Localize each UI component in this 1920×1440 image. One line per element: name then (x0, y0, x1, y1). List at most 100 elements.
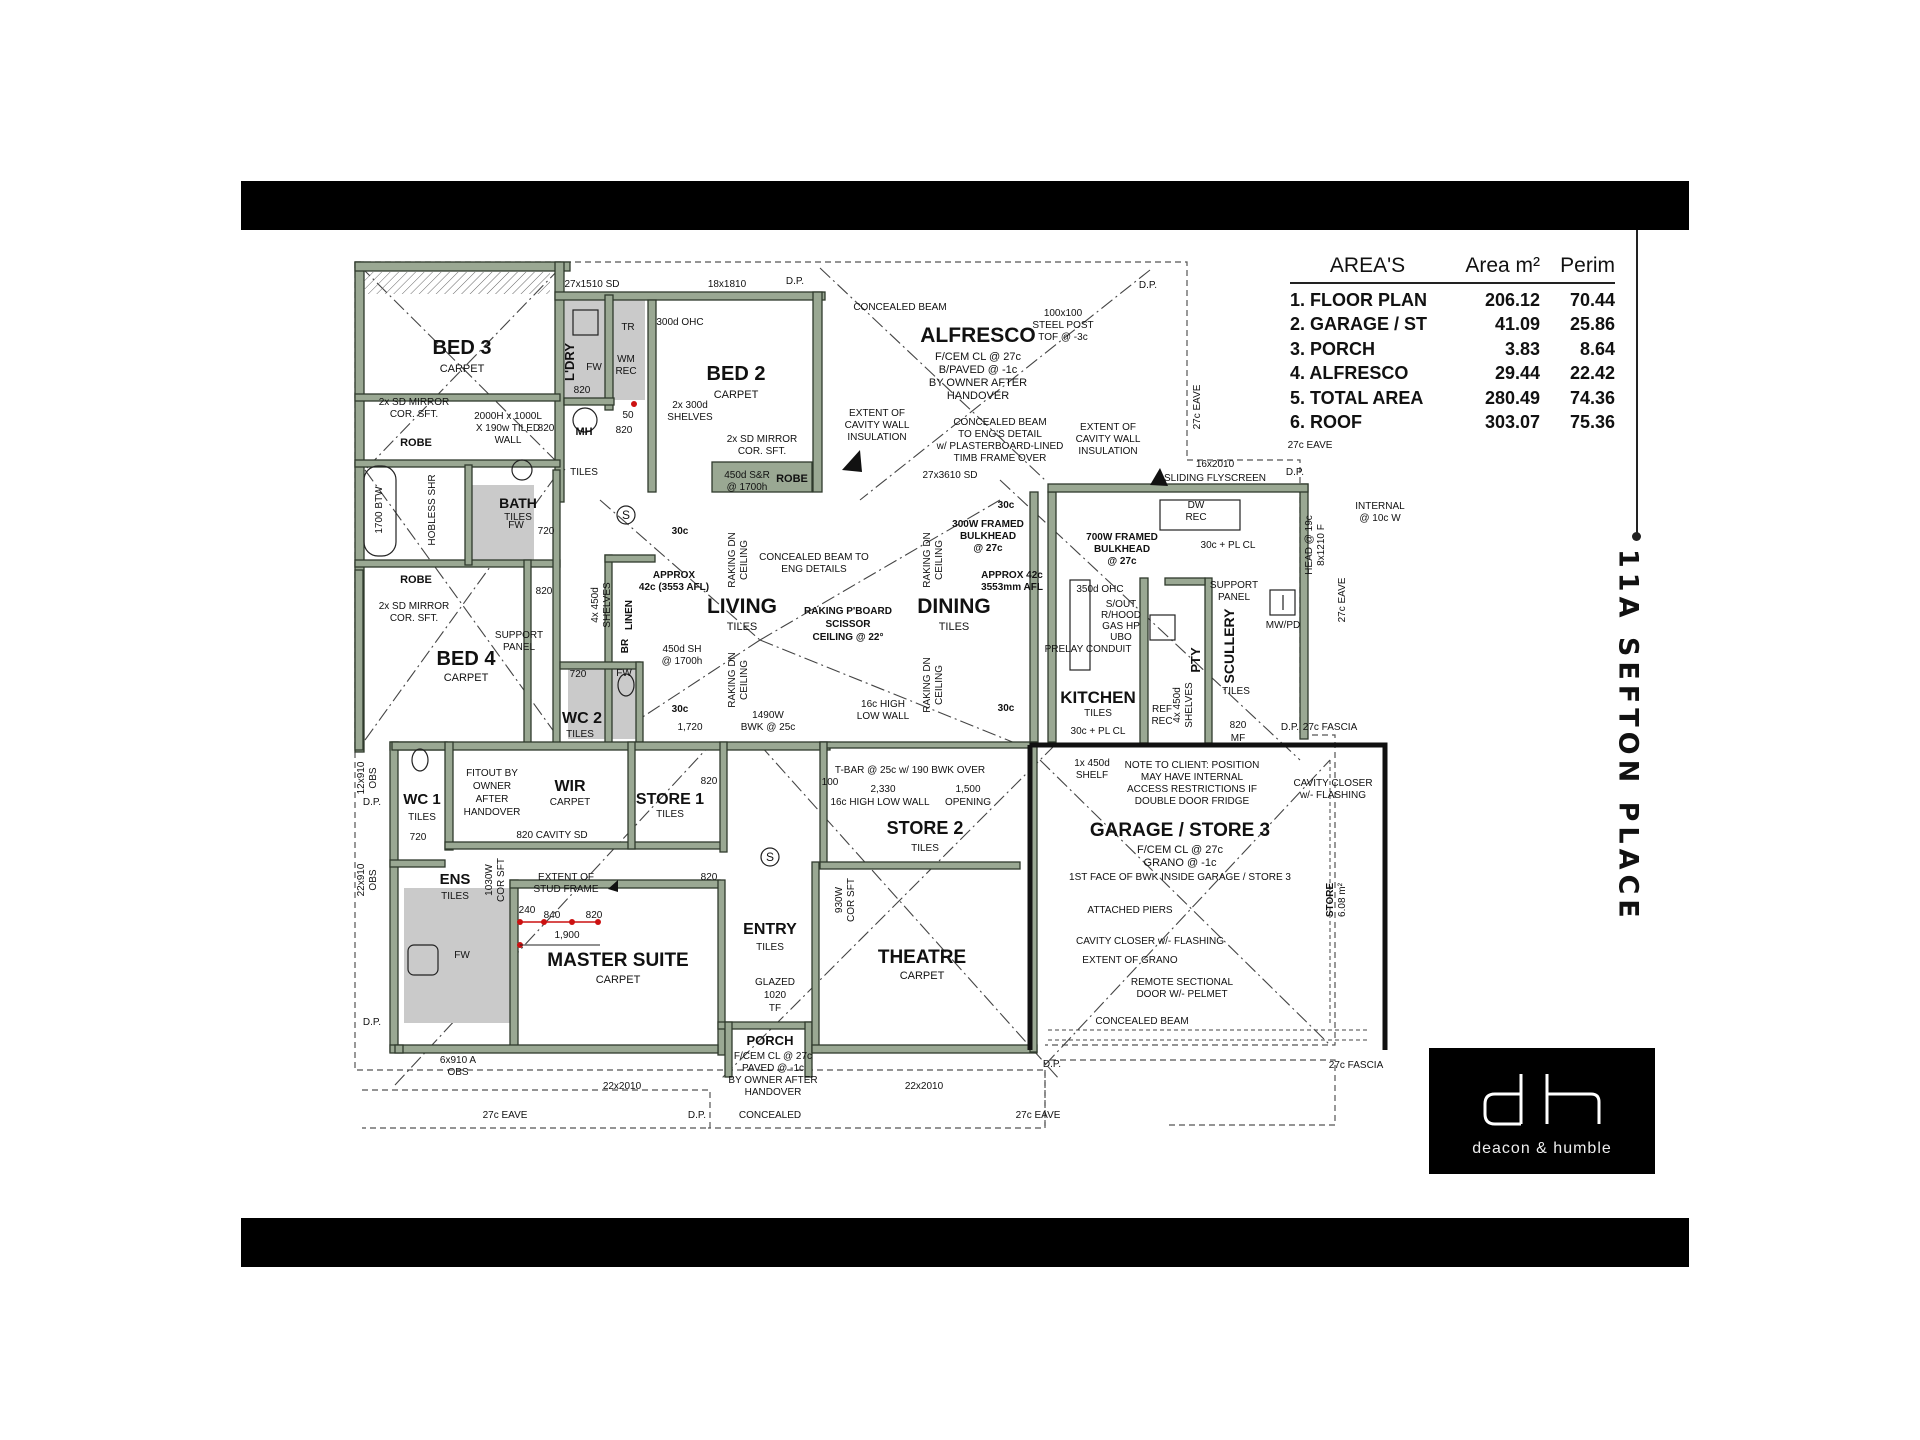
areas-table-header: AREA'S Area m² Perim (1290, 254, 1615, 284)
svg-text:30c: 30c (672, 704, 689, 715)
svg-text:2x SD MIRROR: 2x SD MIRROR (379, 397, 450, 408)
svg-text:1700 BTW: 1700 BTW (374, 486, 385, 534)
svg-text:TR: TR (621, 322, 634, 333)
svg-text:30c + PL CL: 30c + PL CL (1071, 726, 1126, 737)
svg-text:UBO: UBO (1110, 632, 1132, 643)
svg-text:ACCESS RESTRICTIONS IF: ACCESS RESTRICTIONS IF (1127, 784, 1257, 795)
svg-text:CARPET: CARPET (440, 363, 485, 375)
svg-text:RAKING DN: RAKING DN (727, 652, 738, 708)
svg-text:@ 27c: @ 27c (973, 543, 1003, 554)
svg-text:TIMB FRAME OVER: TIMB FRAME OVER (954, 453, 1047, 464)
svg-text:COR. SFT.: COR. SFT. (390, 613, 438, 624)
room-bed3: BED 3 (433, 337, 492, 359)
svg-text:SHELVES: SHELVES (667, 412, 713, 423)
svg-text:ROBE: ROBE (400, 437, 432, 449)
svg-text:27c EAVE: 27c EAVE (1337, 577, 1348, 622)
svg-text:820: 820 (536, 586, 553, 597)
svg-text:2x 300d: 2x 300d (672, 400, 708, 411)
svg-text:27c EAVE: 27c EAVE (1016, 1110, 1061, 1121)
svg-text:350d OHC: 350d OHC (1076, 584, 1123, 595)
svg-text:CARPET: CARPET (596, 974, 641, 986)
svg-text:D.P.: D.P. (1043, 1059, 1061, 1070)
svg-text:1,900: 1,900 (554, 930, 579, 941)
svg-text:450d S&R: 450d S&R (724, 470, 770, 481)
svg-text:D.P.: D.P. (1139, 280, 1157, 291)
svg-text:27c EAVE: 27c EAVE (1288, 440, 1333, 451)
table-row: 4. ALFRESCO 29.44 22.42 (1290, 363, 1615, 384)
svg-text:720: 720 (538, 526, 555, 537)
svg-text:720: 720 (570, 669, 587, 680)
svg-text:EXTENT OF: EXTENT OF (849, 408, 905, 419)
top-black-bar (241, 181, 1689, 230)
svg-text:TILES: TILES (570, 467, 598, 478)
svg-text:240: 240 (519, 905, 536, 916)
svg-text:BY OWNER AFTER: BY OWNER AFTER (728, 1075, 817, 1086)
svg-text:450d SH: 450d SH (663, 644, 702, 655)
svg-text:18x1810: 18x1810 (708, 279, 747, 290)
svg-text:HOBLESS SHR: HOBLESS SHR (427, 474, 438, 545)
svg-text:1,500: 1,500 (955, 784, 980, 795)
svg-text:FITOUT BY: FITOUT BY (466, 768, 518, 779)
svg-text:TOF @ -3c: TOF @ -3c (1038, 332, 1087, 343)
svg-text:@ 27c: @ 27c (1107, 556, 1137, 567)
room-bed2: BED 2 (707, 363, 766, 385)
table-row: 5. TOTAL AREA 280.49 74.36 (1290, 387, 1615, 408)
logo-name: deacon & humble (1472, 1140, 1612, 1157)
svg-text:RAKING P'BOARD: RAKING P'BOARD (804, 606, 892, 617)
svg-text:HANDOVER: HANDOVER (745, 1087, 802, 1098)
svg-text:TILES: TILES (1084, 708, 1112, 719)
svg-text:30c: 30c (672, 526, 689, 537)
svg-text:FW: FW (454, 950, 470, 961)
svg-text:COR. SFT.: COR. SFT. (738, 446, 786, 457)
svg-text:ROBE: ROBE (776, 473, 808, 485)
svg-text:CONCEALED BEAM TO: CONCEALED BEAM TO (759, 552, 869, 563)
svg-text:PAVED @ -1c: PAVED @ -1c (742, 1063, 804, 1074)
svg-text:APPROX 42c: APPROX 42c (981, 570, 1043, 581)
room-theatre: THEATRE (878, 947, 966, 968)
svg-text:1x 450d: 1x 450d (1074, 758, 1110, 769)
svg-text:STEEL POST: STEEL POST (1032, 320, 1093, 331)
svg-text:6.08 m²: 6.08 m² (1337, 882, 1348, 917)
svg-text:D.P.: D.P. (786, 276, 804, 287)
room-bath: BATH (499, 495, 537, 511)
svg-text:X 190w TILED: X 190w TILED (476, 423, 540, 434)
svg-text:ROBE: ROBE (400, 574, 432, 586)
svg-text:820: 820 (701, 776, 718, 787)
room-scullery: SCULLERY (1221, 608, 1237, 684)
svg-text:TILES: TILES (566, 729, 594, 740)
svg-text:27c FASCIA: 27c FASCIA (1329, 1060, 1384, 1071)
bathtub (363, 465, 397, 557)
svg-text:NOTE TO CLIENT: POSITION: NOTE TO CLIENT: POSITION (1125, 760, 1260, 771)
svg-text:BY OWNER AFTER: BY OWNER AFTER (929, 377, 1027, 389)
svg-text:REC: REC (1185, 512, 1206, 523)
svg-text:SHELF: SHELF (1076, 770, 1108, 781)
garage-door (1048, 760, 1370, 1041)
svg-text:CARPET: CARPET (714, 389, 759, 401)
svg-text:16x2010: 16x2010 (1196, 459, 1235, 470)
room-labels: BED 3 CARPET BED 2 CARPET ALFRESCO F/CEM… (403, 324, 1291, 1098)
room-pty: PTY (1188, 647, 1203, 673)
svg-text:930W: 930W (834, 886, 845, 913)
svg-text:100x100: 100x100 (1044, 308, 1083, 319)
svg-text:OBS: OBS (368, 869, 379, 890)
svg-text:MW/PD: MW/PD (1266, 620, 1300, 631)
svg-text:INTERNAL: INTERNAL (1355, 501, 1405, 512)
svg-text:DOUBLE DOOR FRIDGE: DOUBLE DOOR FRIDGE (1135, 796, 1250, 807)
svg-text:27c EAVE: 27c EAVE (1192, 384, 1203, 429)
svg-text:D.P.: D.P. (1281, 722, 1299, 733)
svg-text:2x SD MIRROR: 2x SD MIRROR (379, 601, 450, 612)
svg-text:2x SD MIRROR: 2x SD MIRROR (727, 434, 798, 445)
svg-text:30c: 30c (998, 703, 1015, 714)
room-wc1: WC 1 (403, 791, 441, 808)
annotations: 27x1510 SD 18x1810 D.P. D.P. CONCEALED B… (356, 276, 1405, 1121)
svg-text:AFTER: AFTER (476, 794, 509, 805)
svg-text:4x 450d: 4x 450d (1172, 687, 1183, 723)
svg-text:LINEN: LINEN (624, 600, 635, 630)
svg-text:BULKHEAD: BULKHEAD (1094, 544, 1150, 555)
room-entry: ENTRY (743, 921, 797, 938)
svg-text:COR SFT: COR SFT (846, 878, 857, 922)
svg-text:WM: WM (617, 354, 635, 365)
svg-text:700W FRAMED: 700W FRAMED (1086, 532, 1158, 543)
svg-text:1ST FACE OF BWK INSIDE GARAGE: 1ST FACE OF BWK INSIDE GARAGE / STORE 3 (1069, 872, 1291, 883)
address-label: 11A SEFTON PLACE (1612, 549, 1644, 923)
